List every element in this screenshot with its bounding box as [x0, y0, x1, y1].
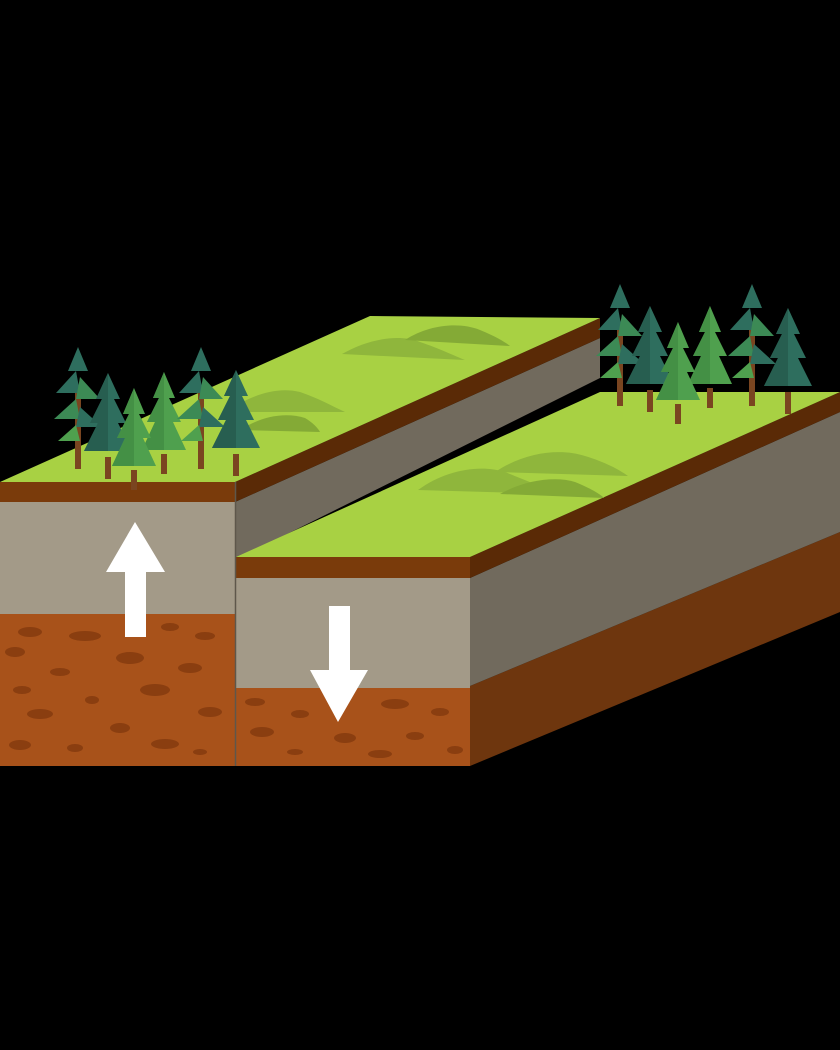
footwall-fault-face-topsoil	[235, 318, 600, 502]
arrow-up-icon	[106, 522, 165, 637]
hanging-wall-pebbles	[245, 698, 463, 758]
hill-icon	[240, 415, 320, 432]
hanging-wall-side-soil	[470, 532, 840, 766]
hanging-wall-rock-front	[236, 578, 470, 688]
footwall-pebbles	[5, 623, 222, 755]
pine-tree-icon	[596, 284, 644, 406]
footwall-soil-front	[0, 614, 235, 766]
hanging-wall-hills	[418, 452, 628, 498]
footwall-hills	[225, 325, 510, 432]
hill-icon	[405, 325, 510, 346]
arrow-down-icon	[310, 606, 368, 722]
hanging-wall-side-rock	[470, 412, 840, 686]
hill-icon	[495, 452, 628, 476]
hanging-wall-topsoil-front	[236, 557, 470, 578]
hanging-wall-side-topsoil	[470, 392, 840, 578]
hill-icon	[500, 479, 604, 498]
footwall-topsoil-front	[0, 482, 235, 502]
hill-icon	[342, 338, 465, 360]
hanging-wall-soil-front	[236, 688, 470, 766]
footwall-block	[0, 316, 600, 766]
hanging-wall-block	[236, 392, 840, 766]
hill-icon	[225, 390, 345, 412]
pine-tree-icon	[728, 284, 776, 406]
hanging-wall-grass-top	[236, 392, 840, 557]
footwall-fault-face-rock	[235, 338, 600, 560]
